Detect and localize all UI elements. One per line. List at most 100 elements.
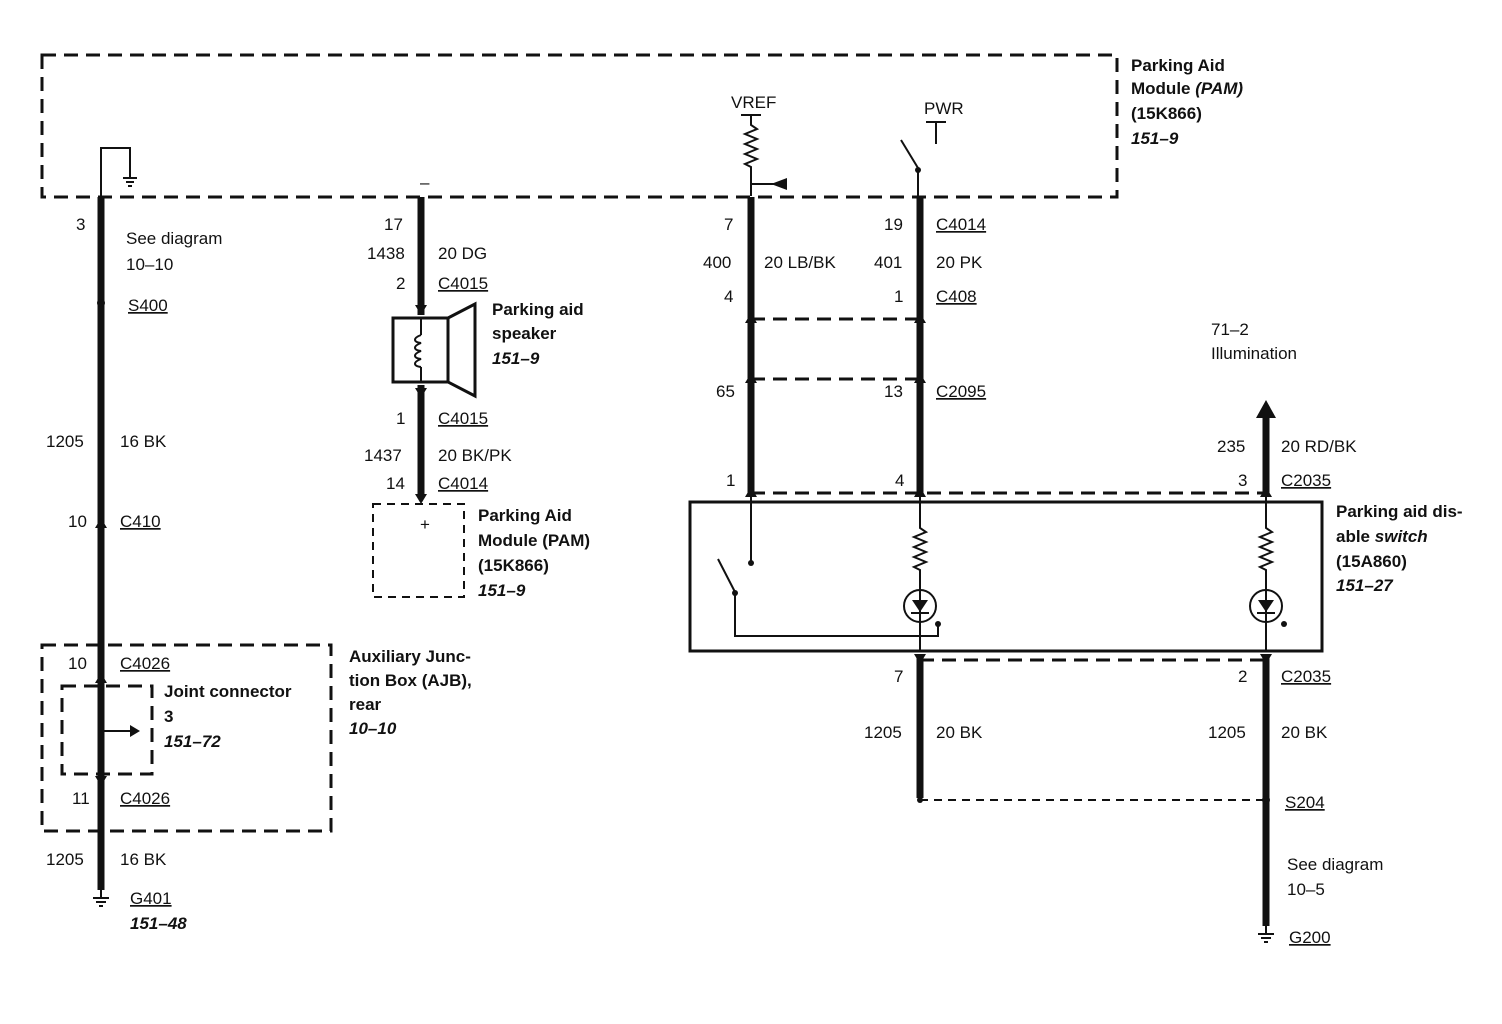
speaker-pin-c4015-b: 1	[396, 409, 405, 428]
pwr-s204-node	[917, 797, 923, 803]
joint-connector-box	[60, 684, 154, 776]
speaker-pin-c4014: 14	[386, 474, 405, 493]
speaker-wire-bottom-gauge: 20 BK/PK	[438, 446, 512, 465]
g401-ground-icon	[93, 890, 109, 907]
ajb-connector-out: C4026	[120, 789, 170, 808]
illum-pin-top: 3	[1238, 471, 1247, 490]
vref-circuit: 400	[703, 253, 731, 272]
illum-arrow-icon	[1256, 400, 1276, 418]
joint-connector-page: 151–72	[164, 732, 221, 751]
illum-circuit-bottom: 1205	[1208, 723, 1246, 742]
disable-switch-box	[688, 500, 1324, 653]
vref-wire-gauge: 20 LB/BK	[764, 253, 836, 272]
vref-pin-switch: 1	[726, 471, 735, 490]
c410-connector-icon	[95, 518, 107, 528]
illum-ref: 71–2	[1211, 320, 1249, 339]
pwr-label: PWR	[924, 99, 964, 118]
vref-pin-c408: 4	[724, 287, 733, 306]
vref-resistor-icon	[742, 115, 760, 196]
pwr-wire-bottom-gauge: 20 BK	[936, 723, 983, 742]
speaker-c4015-a: C4015	[438, 274, 488, 293]
illum-conn-icon	[1260, 487, 1272, 497]
pam-bottom-line3: (15K866)	[478, 556, 549, 575]
pwr-pin-c2095: 13	[884, 382, 903, 401]
illum-wire-bottom-gauge: 20 BK	[1281, 723, 1328, 742]
led1-resistor-icon	[911, 497, 929, 588]
switch-vref-node	[748, 560, 754, 566]
c410-pin: 10	[68, 512, 87, 531]
left-see-diagram-ref: 10–10	[126, 255, 173, 274]
led2-icon	[1249, 588, 1283, 625]
g401-page: 151–48	[130, 914, 187, 933]
speaker-wire-top-gauge: 20 DG	[438, 244, 487, 263]
led1-icon	[903, 588, 937, 625]
speaker-line2: speaker	[492, 324, 557, 343]
ajb-pin-out: 11	[72, 789, 90, 808]
led2-resistor-icon	[1257, 497, 1275, 588]
switch-page: 151–27	[1336, 576, 1394, 595]
pam-bottom-line2: Module (PAM)	[478, 531, 590, 550]
pwr-pin-c408: 1	[894, 287, 903, 306]
vref-arrow-icon	[771, 178, 787, 190]
illum-conn-top: C2035	[1281, 471, 1331, 490]
ajb-line2: tion Box (AJB),	[349, 671, 472, 690]
pam-bottom-box	[372, 503, 465, 598]
g200-label: G200	[1289, 928, 1331, 947]
s204-splice-dot	[1262, 796, 1270, 804]
speaker-conn-c-icon	[415, 494, 427, 504]
speaker-pin-c4015-a: 2	[396, 274, 405, 293]
pwr-circuit: 401	[874, 253, 902, 272]
s204-label: S204	[1285, 793, 1325, 812]
pwr-c4014: C4014	[936, 215, 986, 234]
pwr-pin-switch: 4	[895, 471, 904, 490]
illum-circuit: 235	[1217, 437, 1245, 456]
pwr-switch-contact-icon	[900, 139, 919, 169]
left-pin-top: 3	[76, 215, 85, 234]
vref-label: VREF	[731, 93, 776, 112]
pwr-pin-top: 19	[884, 215, 903, 234]
speaker-line1: Parking aid	[492, 300, 584, 319]
s400-splice-dot	[97, 299, 105, 307]
illum-see-diagram-ref: 10–5	[1287, 880, 1325, 899]
joint-connector-line1: Joint connector	[164, 682, 292, 701]
left-circuit-number: 1205	[46, 432, 84, 451]
pwr-c408: C408	[936, 287, 977, 306]
ajb-page: 10–10	[349, 719, 397, 738]
speaker-circuit-top: 1438	[367, 244, 405, 263]
speaker-page: 151–9	[492, 349, 540, 368]
illum-see-diagram: See diagram	[1287, 855, 1383, 874]
pwr-wire-gauge: 20 PK	[936, 253, 983, 272]
pam-top-line2: Module (PAM)	[1131, 79, 1243, 98]
left-wire-gauge: 16 BK	[120, 432, 167, 451]
illum-pin-bottom: 2	[1238, 667, 1247, 686]
switch-line2: able switch	[1336, 527, 1428, 546]
ajb-pin-in: 10	[68, 654, 87, 673]
left-bottom-wire: 16 BK	[120, 850, 167, 869]
pwr-circuit-bottom: 1205	[864, 723, 902, 742]
switch-line3: (15A860)	[1336, 552, 1407, 571]
vref-pin-c2095: 65	[716, 382, 735, 401]
pam-internal-ground-wire	[100, 147, 131, 210]
switch-line1: Parking aid dis-	[1336, 502, 1463, 521]
pam-bottom-line1: Parking Aid	[478, 506, 572, 525]
ajb-out-connector-icon	[95, 776, 107, 786]
ajb-connector-in: C4026	[120, 654, 170, 673]
ajb-in-connector-icon	[95, 673, 107, 683]
speaker-minus: –	[420, 173, 430, 192]
speaker-circuit-bottom: 1437	[364, 446, 402, 465]
g200-ground-icon	[1258, 926, 1274, 943]
ajb-box	[40, 643, 333, 833]
left-bottom-circuit: 1205	[46, 850, 84, 869]
s400-label: S400	[128, 296, 168, 315]
led1-node	[935, 621, 941, 627]
pwr-pin-bottom: 7	[894, 667, 903, 686]
illum-wire-gauge: 20 RD/BK	[1281, 437, 1357, 456]
pam-bottom-plus: +	[420, 515, 430, 534]
pwr-c2095: C2095	[936, 382, 986, 401]
g401-label: G401	[130, 889, 172, 908]
speaker-icon	[391, 301, 477, 399]
pam-top-page: 151–9	[1131, 129, 1179, 148]
pam-top-line3: (15K866)	[1131, 104, 1202, 123]
switch-ground-internal-wire	[734, 593, 939, 637]
